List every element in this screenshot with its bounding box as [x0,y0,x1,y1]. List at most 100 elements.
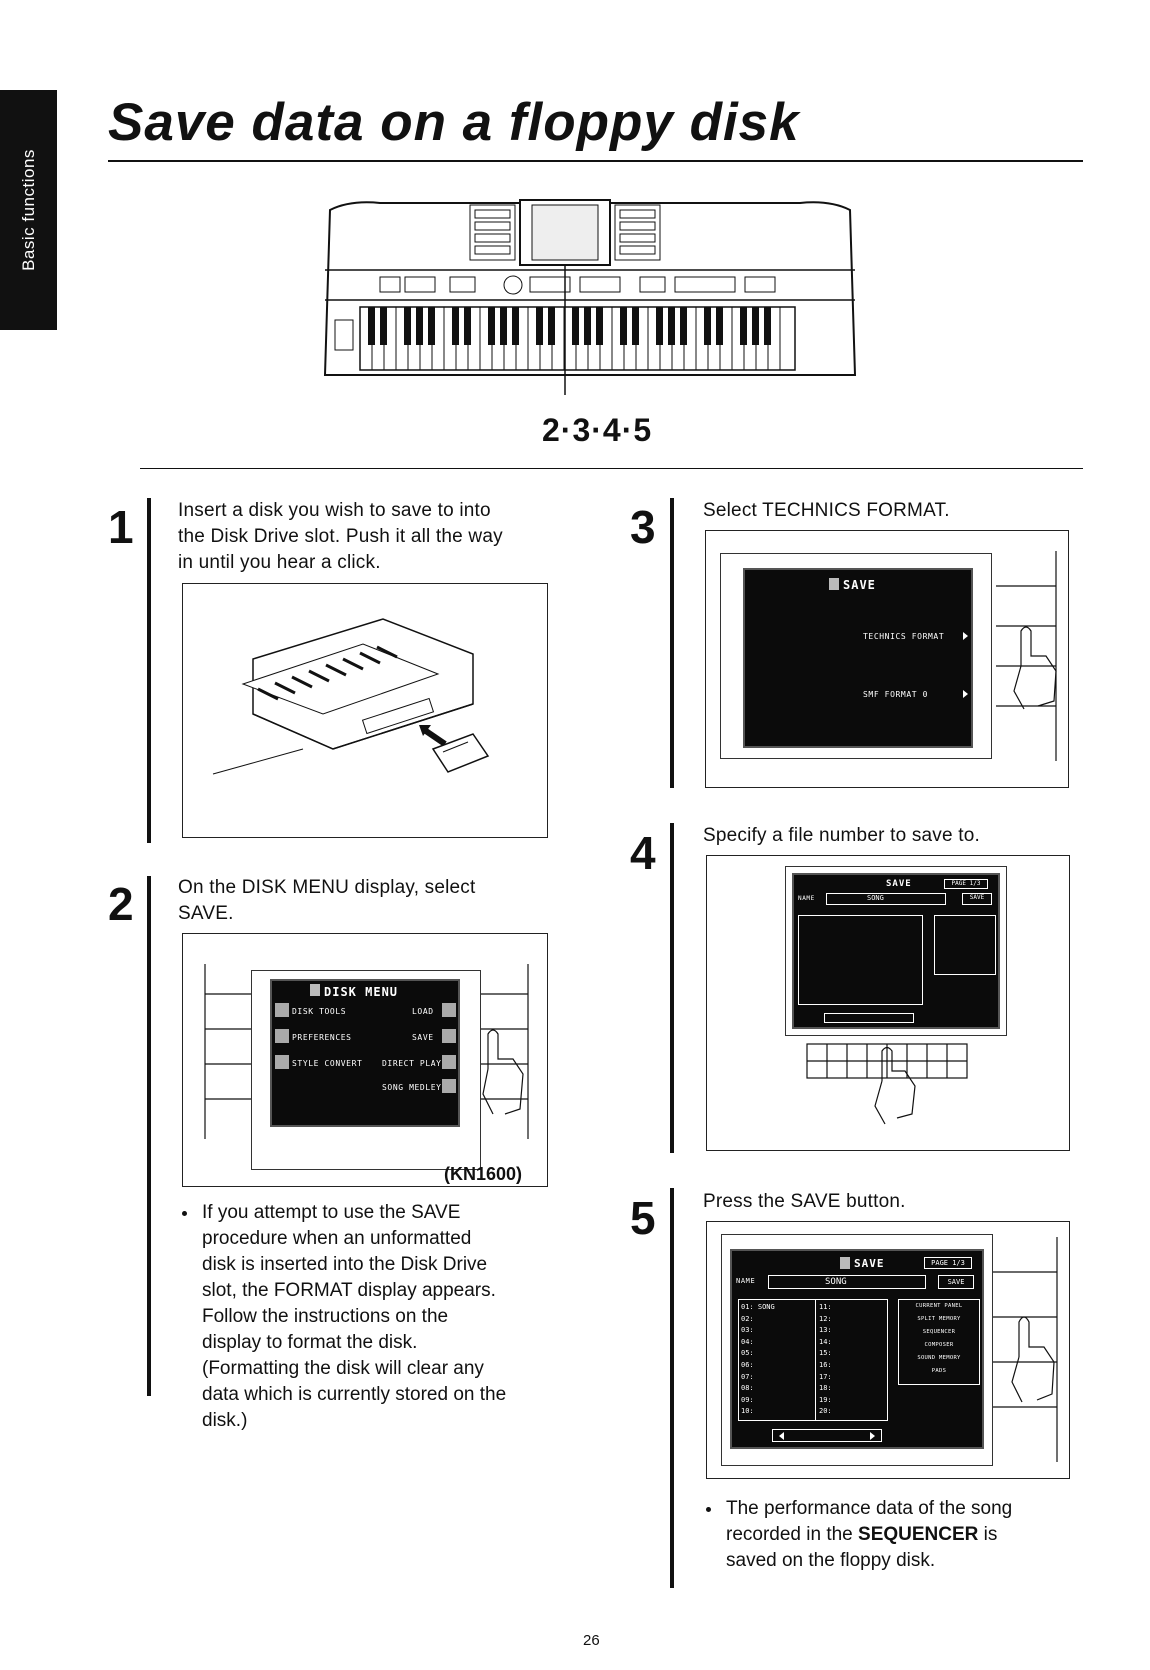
file-slot[interactable]: 09: [741,1395,754,1404]
disk-icon [310,984,320,996]
section-side-tab: Basic functions [0,90,57,330]
file-slot[interactable]: 20: [819,1407,832,1416]
section-side-tab-label: Basic functions [18,149,38,271]
save-screen-4-scroll[interactable] [824,1013,914,1023]
step-2-note: If you attempt to use the SAVE procedure… [202,1202,507,1431]
disk-tools-icon [275,1003,289,1017]
menu-item-direct-play[interactable]: DIRECT PLAY [382,1059,442,1068]
step-2-text: On the DISK MENU display, select SAVE. [178,877,476,924]
panel-item-current-panel[interactable]: CURRENT PANEL [915,1303,963,1309]
save-screen-4-panel-list [934,915,996,975]
menu-item-song-medley[interactable]: SONG MEDLEY [382,1083,442,1092]
sequencer-term: SEQUENCER [858,1524,979,1545]
step-3-number: 3 [630,501,656,553]
step-4-number: 4 [630,827,656,879]
save-screen-4-frame: SAVE PAGE 1/3 NAME SONG SAVE [785,866,1007,1036]
save-screen-5-panel-list: CURRENT PANEL SPLIT MEMORY SEQUENCER COM… [898,1299,980,1385]
save-button-figure: SAVE PAGE 1/3 NAME SONG SAVE 01: SONG 02… [706,1221,1070,1479]
menu-item-style-convert[interactable]: STYLE CONVERT [292,1059,363,1068]
menu-item-disk-tools[interactable]: DISK TOOLS [292,1007,347,1016]
page-number: 26 [583,1632,600,1649]
panel-item-pads[interactable]: PADS [931,1368,947,1374]
song-medley-icon [442,1079,456,1093]
save-screen-4-file-list [798,915,923,1005]
file-slot[interactable]: 08: [741,1384,754,1393]
save-screen-4: SAVE PAGE 1/3 NAME SONG SAVE [792,873,1000,1029]
panel-item-composer[interactable]: COMPOSER [924,1342,954,1348]
style-convert-icon [275,1055,289,1069]
step-4-bar [670,823,674,1153]
technics-format-figure: SAVE TECHNICS FORMAT SMF FORMAT 0 [705,530,1069,788]
save-icon [442,1029,456,1043]
save-screen-5-page[interactable]: PAGE 1/3 [924,1257,972,1269]
save-screen-5-title: SAVE [854,1257,885,1270]
menu-item-preferences[interactable]: PREFERENCES [292,1033,352,1042]
step-4-text: Specify a file number to save to. [703,825,980,846]
technics-format-option[interactable]: TECHNICS FORMAT [863,632,945,641]
file-slot[interactable]: 10: [741,1407,754,1416]
save-screen-4-save-button[interactable]: SAVE [962,893,992,905]
scroll-left-icon[interactable] [779,1432,784,1440]
step-2-number: 2 [108,878,134,930]
file-slot[interactable]: 13: [819,1326,832,1335]
smf-format-arrow-icon [963,690,968,698]
technics-format-arrow-icon [963,632,968,640]
direct-play-icon [442,1055,456,1069]
step-5-note: The performance data of the song recorde… [726,1498,1013,1571]
format-screen-frame: SAVE TECHNICS FORMAT SMF FORMAT 0 [720,553,992,759]
smf-format-option[interactable]: SMF FORMAT 0 [863,690,928,699]
panel-item-sound-memory[interactable]: SOUND MEMORY [917,1355,961,1361]
section-rule [140,468,1083,469]
file-number-figure: SAVE PAGE 1/3 NAME SONG SAVE [706,855,1070,1151]
save-screen-4-title: SAVE [886,879,912,889]
file-slot[interactable]: 16: [819,1360,832,1369]
file-slot[interactable]: 17: [819,1372,832,1381]
save-screen-5-save-button[interactable]: SAVE [938,1275,974,1289]
file-slot[interactable]: 19: [819,1395,832,1404]
save-screen-5-file-list: 01: SONG 02: 03: 04: 05: 06: 07: 08: 09:… [738,1299,888,1421]
panel-item-split-memory[interactable]: SPLIT MEMORY [917,1316,961,1322]
preferences-icon [275,1029,289,1043]
step-3-text: Select TECHNICS FORMAT. [703,500,950,521]
step-1-bar [147,498,151,843]
disk-menu-screen-title: DISK MENU [324,985,399,999]
save-screen-5-icon [840,1257,850,1269]
save-screen-4-page[interactable]: PAGE 1/3 [944,879,988,889]
disk-menu-screen: DISK MENU DISK TOOLS LOAD PREFERENCES SA… [270,979,460,1127]
file-slot[interactable]: 06: [741,1360,754,1369]
disk-insert-illustration [182,583,548,838]
file-slot[interactable]: 12: [819,1314,832,1323]
file-slot[interactable]: 03: [741,1326,754,1335]
menu-item-save[interactable]: SAVE [412,1033,434,1042]
model-label: (KN1600) [444,1164,523,1184]
disk-menu-screen-frame: DISK MENU DISK TOOLS LOAD PREFERENCES SA… [251,970,481,1170]
scroll-right-icon[interactable] [870,1432,875,1440]
note-bullet [182,1211,187,1216]
step-5-bar [670,1188,674,1588]
file-slot[interactable]: 04: [741,1337,754,1346]
menu-item-load[interactable]: LOAD [412,1007,434,1016]
disk-menu-figure: DISK MENU DISK TOOLS LOAD PREFERENCES SA… [182,933,548,1187]
file-slot[interactable]: 02: [741,1314,754,1323]
save-screen-5-name-label: NAME [736,1277,756,1285]
save-screen-4-song-field[interactable]: SONG [826,893,946,905]
save-screen-4-name-label: NAME [798,895,815,902]
step-2-bar [147,876,151,1396]
save-screen-5-scroll[interactable] [772,1429,882,1442]
save-screen-5-song-field[interactable]: SONG [768,1275,926,1289]
file-slot[interactable]: 18: [819,1384,832,1393]
file-slot[interactable]: 01: SONG [741,1303,775,1311]
file-slot[interactable]: 14: [819,1337,832,1346]
file-slot[interactable]: 07: [741,1372,754,1381]
step-5-text: Press the SAVE button. [703,1191,906,1212]
file-slot[interactable]: 15: [819,1349,832,1358]
file-slot[interactable]: 11: [819,1303,832,1311]
keyboard-callout: 2·3·4·5 [542,412,653,448]
keyboard-illustration [320,195,860,410]
save-screen-5-frame: SAVE PAGE 1/3 NAME SONG SAVE 01: SONG 02… [721,1234,993,1466]
step-1-number: 1 [108,501,134,553]
save-screen-5: SAVE PAGE 1/3 NAME SONG SAVE 01: SONG 02… [730,1249,984,1449]
panel-item-sequencer[interactable]: SEQUENCER [922,1329,956,1335]
file-slot[interactable]: 05: [741,1349,754,1358]
format-screen: SAVE TECHNICS FORMAT SMF FORMAT 0 [743,568,973,748]
